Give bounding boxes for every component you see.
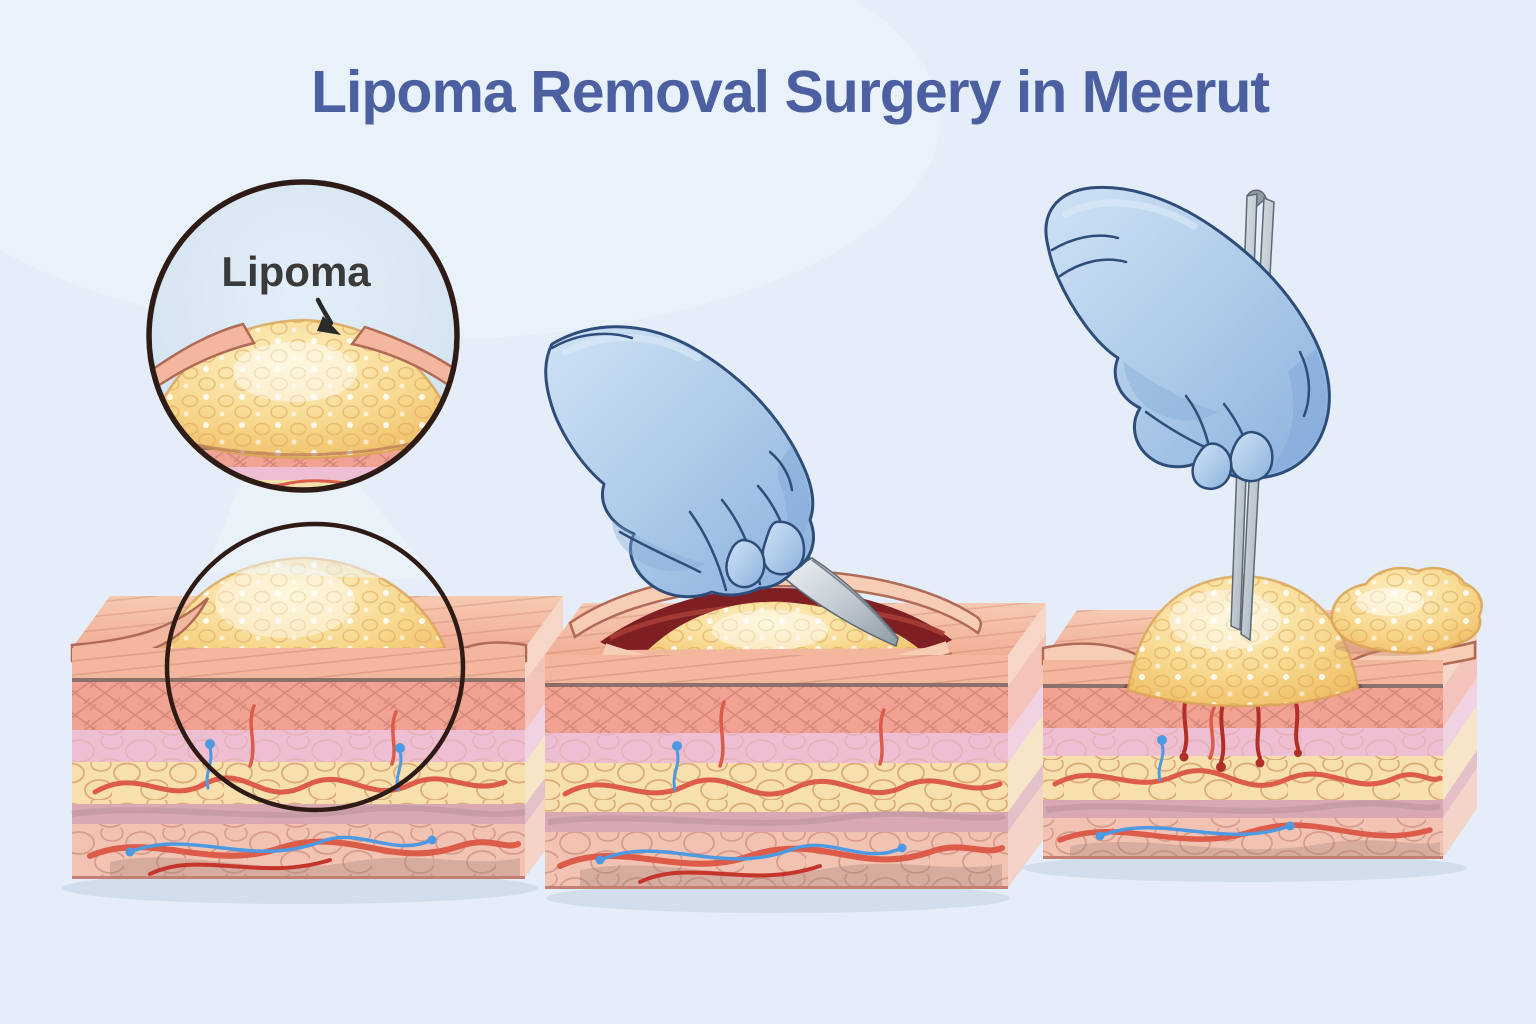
block-shadow [546,883,1010,913]
surgeon-hand-forceps [1044,185,1331,491]
blood-vessels [557,700,1005,884]
blood-vessels [87,704,521,876]
magnified-lipoma [149,318,457,460]
block-shadow [1023,854,1467,882]
magnified-skin-view [149,318,457,490]
block-bottom-edge [1043,856,1443,859]
skin-front-face [71,648,526,879]
panel-step2-incision [544,325,1046,913]
skin-front-face [545,655,1008,889]
glove-fingertip [1229,430,1274,483]
nerves [1095,735,1295,841]
block-bottom-edge [545,886,1008,889]
lipoma-label: Lipoma [221,248,371,295]
lipoma-arrow-icon [315,297,341,335]
skin-front-face [1043,660,1443,859]
surgical-glove [544,325,815,599]
extracted-lipoma [1126,574,1360,708]
skin-block-1 [70,556,563,879]
block-bottom-edge [72,876,525,879]
scalpel-blade [780,557,899,648]
skin-block-2 [545,569,1046,889]
glove-fingertip [761,520,806,576]
panel-step3-extraction [1023,185,1483,882]
epidermis-seam [72,678,525,682]
block-shadow [62,872,538,904]
bleeding-vessels [1179,700,1302,772]
magnifier-callout: Lipoma [146,179,460,493]
skin-block-side-face [1008,603,1046,888]
glove-fingertip [725,538,766,589]
removed-lipoma [1330,566,1483,656]
nerves [595,741,907,865]
page-title: Lipoma Removal Surgery in Meerut [311,59,1269,125]
focus-circle-outline [164,521,466,813]
glove-fingertip [1191,442,1233,491]
magnifier-border [146,179,460,493]
surgeon-hand-scalpel [544,325,815,599]
lipoma-bump [160,556,450,678]
